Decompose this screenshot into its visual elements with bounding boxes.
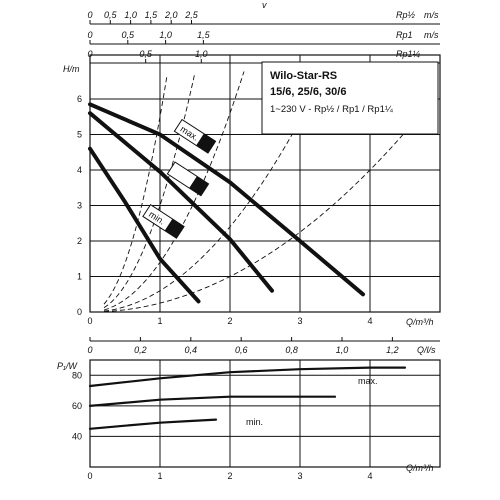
power-y-tick-0: 40 [72,431,82,441]
velocity-tick-label-0-4: 2,0 [164,10,178,20]
flow-ls-tick-label-4: 0,8 [285,345,298,355]
velocity-axis-unit-0: Rp½ [396,10,416,20]
info-box-line-1: Wilo-Star-RS [270,70,337,82]
head-curve-0 [88,102,365,297]
power-x-tick-1: 1 [157,471,162,481]
head-plot-frame [89,54,441,313]
power-y-tick-2: 80 [72,370,82,380]
speed-switch-marker-0: max. [173,118,217,154]
head-y-tick-5: 5 [77,130,82,140]
power-x-tick-4: 4 [367,471,372,481]
head-y-tick-6: 6 [77,94,82,104]
velocity-axis-unit-label-1: m/s [424,30,439,40]
velocity-axis-unit-1: Rp1 [396,30,413,40]
flow-axis-label-bottom: Q/m³/h [406,463,434,473]
head-y-tick-2: 2 [77,236,82,246]
chart-frames [89,54,441,468]
head-y-tick-1: 1 [77,272,82,282]
flow-ls-tick-label-0: 0 [87,345,92,355]
velocity-tick-label-0-3: 1,5 [145,10,159,20]
head-x-tick-4: 4 [367,316,372,326]
velocity-tick-label-0-5: 2,5 [184,10,199,20]
system-curve-2 [103,71,245,311]
velocity-tick-label-0-0: 0 [87,10,92,20]
velocity-tick-label-2-2: 1,0 [195,49,208,59]
head-x-tick-3: 3 [297,316,302,326]
power-curve-0 [88,366,407,388]
flow-ls-tick-label-2: 0,4 [185,345,198,355]
power-curve-1 [88,395,337,407]
head-x-tick-0: 0 [87,316,92,326]
info-box-line-2: 15/6, 25/6, 30/6 [270,86,346,98]
flow-ls-tick-label-6: 1,2 [386,345,399,355]
velocity-axis-unit-2: Rp1¼ [396,49,421,59]
velocity-tick-label-1-3: 1,5 [197,30,211,40]
velocity-tick-label-0-2: 1,0 [124,10,137,20]
flow-axis-label-top: Q/m³/h [406,317,434,327]
velocity-tick-label-1-2: 1,0 [159,30,172,40]
speed-switch-marker-1 [166,161,210,197]
system-curves [103,65,427,313]
velocity-tick-label-1-1: 0,5 [122,30,136,40]
info-box-line-3: 1~230 V - Rp½ / Rp1 / Rp1¼ [270,104,394,115]
head-x-tick-2: 2 [227,316,232,326]
velocity-tick-label-1-0: 0 [87,30,92,40]
system-curve-4 [103,107,427,313]
power-curve-label-max: max. [358,376,378,386]
velocity-symbol: v [262,0,267,10]
system-curve-0 [103,75,168,305]
speed-switch-marker-2: min. [142,204,185,239]
flow-ls-axis-label: Q/l/s [417,345,436,355]
head-curve-2 [88,146,201,304]
power-axis-label: P₁/W [57,361,78,371]
power-x-tick-0: 0 [87,471,92,481]
velocity-axis-unit-label-0: m/s [424,10,439,20]
head-y-tick-3: 3 [77,201,82,211]
power-x-tick-2: 2 [227,471,232,481]
flow-ls-tick-label-1: 0,2 [134,345,147,355]
velocity-tick-label-2-0: 0 [87,49,92,59]
velocity-tick-label-2-1: 0,5 [139,49,153,59]
head-y-tick-0: 0 [77,307,82,317]
flow-ls-tick-label-5: 1,0 [336,345,349,355]
power-y-tick-1: 60 [72,401,82,411]
power-x-tick-3: 3 [297,471,302,481]
power-curve-label-min: min. [246,417,263,427]
head-curve-1 [88,111,274,293]
power-plot-frame [89,359,441,468]
velocity-tick-label-0-1: 0,5 [104,10,118,20]
system-curve-1 [103,72,196,309]
head-y-tick-4: 4 [77,165,82,175]
series-marks: max. min. [88,102,407,430]
head-x-tick-1: 1 [157,316,162,326]
flow-ls-tick-label-3: 0,6 [235,345,248,355]
info-box: Wilo-Star-RS 15/6, 25/6, 30/6 1~230 V - … [261,61,439,135]
power-curve-2 [88,418,218,430]
head-axis-label: H/m [63,64,80,74]
